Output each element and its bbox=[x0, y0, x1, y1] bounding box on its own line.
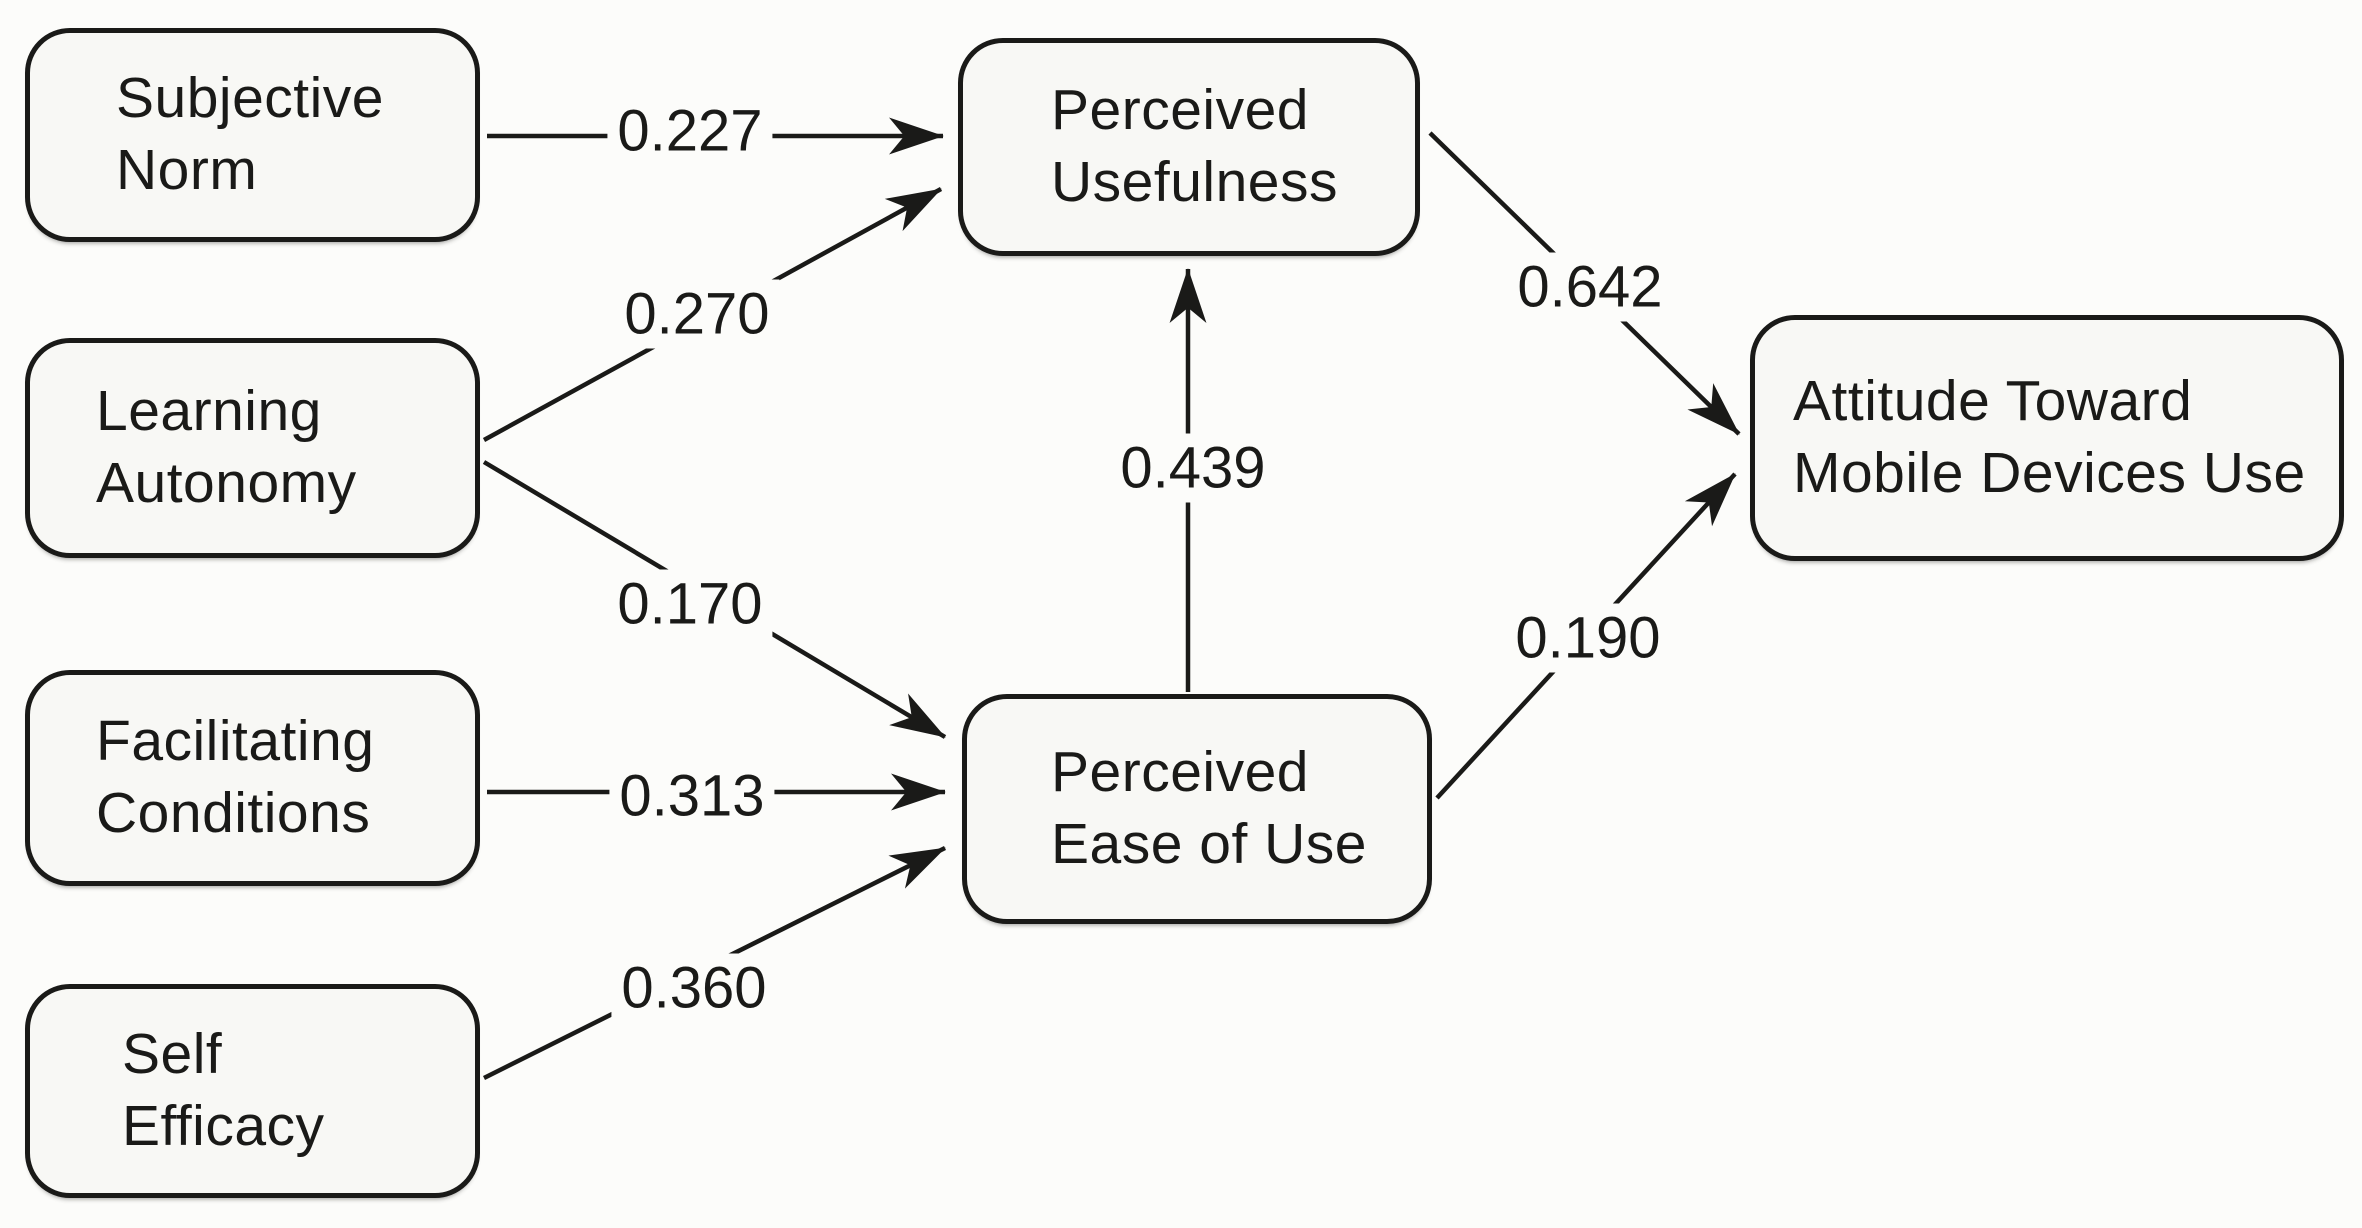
node-facilitating-conditions-label: Facilitating Conditions bbox=[96, 709, 375, 845]
node-facilitating-conditions: Facilitating Conditions bbox=[25, 670, 480, 886]
node-perceived-usefulness-label: Perceived Usefulness bbox=[1051, 78, 1338, 214]
node-perceived-ease-of-use: Perceived Ease of Use bbox=[962, 694, 1432, 924]
node-learning-autonomy-label: Learning Autonomy bbox=[96, 379, 357, 515]
node-self-efficacy-label: Self Efficacy bbox=[122, 1022, 325, 1158]
node-subjective-norm-label: Subjective Norm bbox=[116, 66, 384, 202]
edge-label-learning-autonomy-perceived-ease-of-use: 0.170 bbox=[607, 569, 773, 639]
node-learning-autonomy: Learning Autonomy bbox=[25, 338, 480, 558]
edge-label-self-efficacy-perceived-ease-of-use: 0.360 bbox=[611, 953, 777, 1023]
node-attitude-toward-mobile-devices-use-label: Attitude Toward Mobile Devices Use bbox=[1793, 369, 2306, 505]
node-perceived-ease-of-use-label: Perceived Ease of Use bbox=[1051, 740, 1367, 876]
edge-label-facilitating-conditions-perceived-ease-of-use: 0.313 bbox=[609, 761, 775, 831]
edge-label-learning-autonomy-perceived-usefulness: 0.270 bbox=[614, 279, 780, 349]
edge-label-perceived-usefulness-attitude: 0.642 bbox=[1507, 252, 1673, 322]
node-self-efficacy: Self Efficacy bbox=[25, 984, 480, 1198]
edge-label-subjective-norm-perceived-usefulness: 0.227 bbox=[607, 96, 773, 166]
node-subjective-norm: Subjective Norm bbox=[25, 28, 480, 242]
node-attitude-toward-mobile-devices-use: Attitude Toward Mobile Devices Use bbox=[1750, 315, 2344, 561]
edge-label-perceived-ease-of-use-attitude: 0.190 bbox=[1505, 603, 1671, 673]
edge-label-perceived-ease-of-use-perceived-usefulness: 0.439 bbox=[1110, 433, 1276, 503]
node-perceived-usefulness: Perceived Usefulness bbox=[958, 38, 1420, 256]
